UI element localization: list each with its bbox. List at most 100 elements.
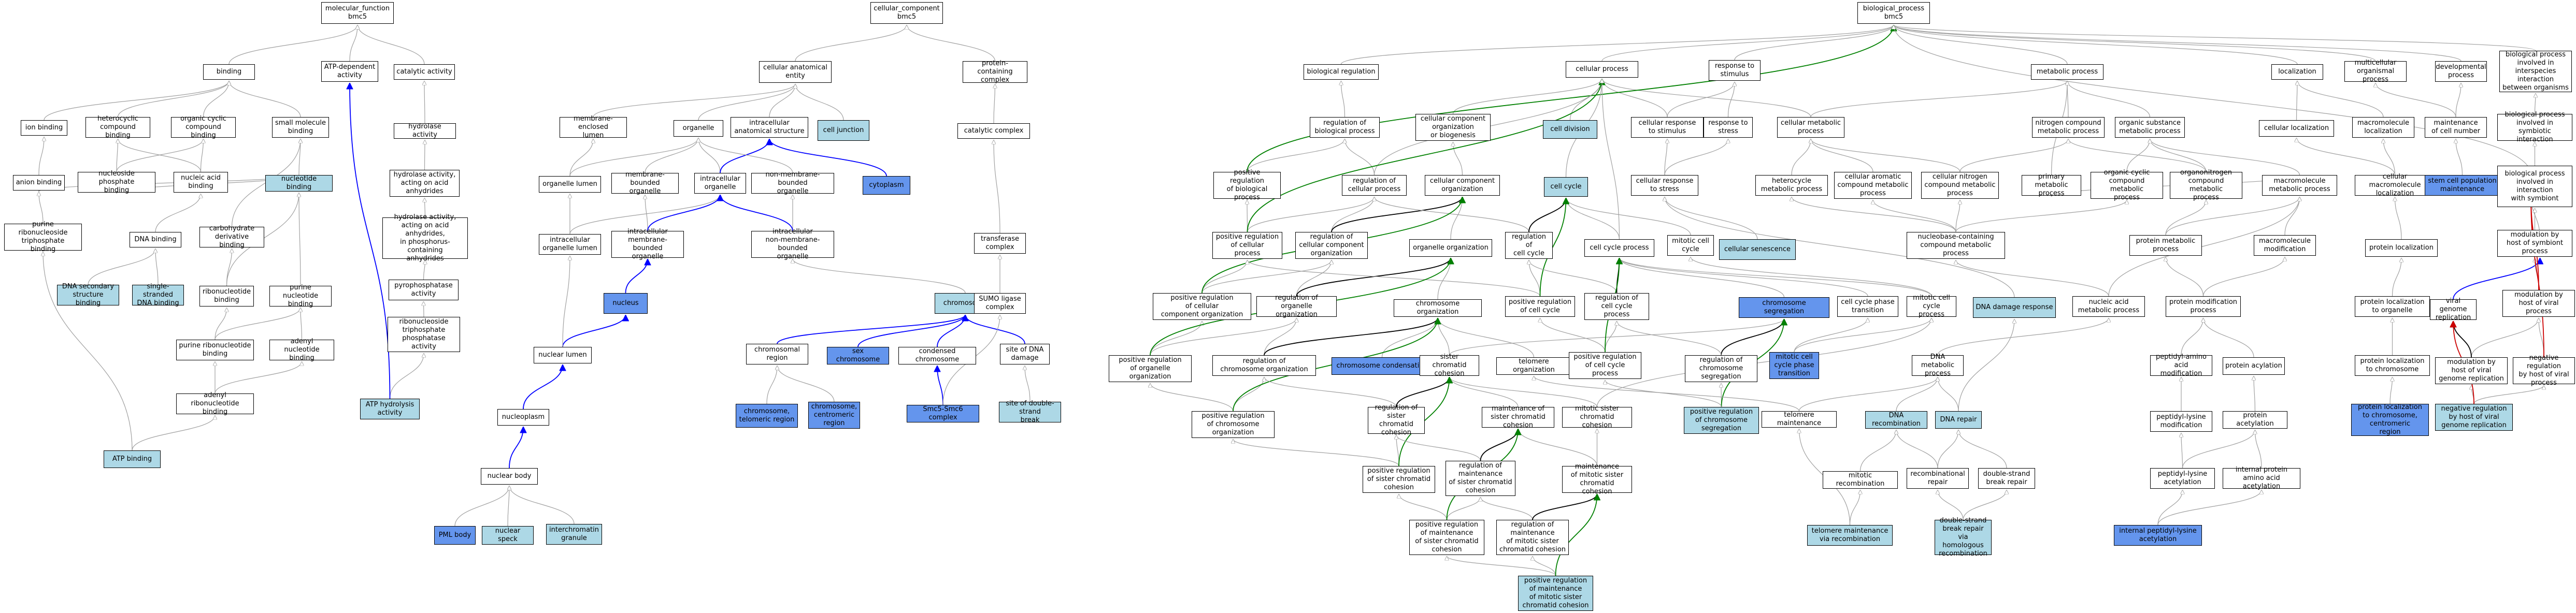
edge-dnarepair-to-dnadamage [1958,319,2014,412]
node-protlocchrom: protein localization to chromosome [2355,355,2430,376]
edge-protacyl-to-protmod [2203,318,2254,358]
edge-nucleus-to-intramemorg [625,258,648,294]
node-mitotic: mitotic cell cycle [1667,235,1714,256]
edge-cellmacroloc-to-cellloc [2297,137,2396,176]
node-hydanh: hydrolase activity, acting on acid anhyd… [390,170,460,197]
node-macromet: macromolecule metabolic process [2262,175,2337,196]
node-membound: membrane-bounded organelle [611,171,679,195]
node-symbiotic: biological process involved in symbiotic… [2497,111,2572,143]
node-protacet: protein acetylation [2223,411,2287,429]
node-maintcellnum: maintenance of cell number [2425,117,2487,138]
node-catact: catalytic activity [394,64,455,80]
node-purribob: purine ribonucleotide binding [176,340,254,360]
edge-ssdnab-to-dnab [155,249,159,285]
edge-hetb-to-binding [117,80,230,118]
edge-dsbhr-to-dsbrepair [1963,489,2007,520]
edge-mitoticsister-to-sisterchrom [1450,376,1598,407]
edge-posregcell-to-regcellproc [1247,196,1375,232]
node-chromcent: chromosome, centromeric region [808,402,860,429]
node-ccorg2: cellular component organization [1425,175,1500,196]
node-regcellproc: regulation of cellular process [1342,175,1407,196]
node-mitoticproc: mitotic cell cycle process [1907,294,1956,318]
node-posregbp: positive regulation of biological proces… [1213,169,1281,201]
node-condchrom: condensed chromosome [898,347,976,364]
edge-nucacidb-to-orgcycb [200,139,204,172]
edge-heteromet-to-cellmet [1791,139,1811,176]
edge-atpb-to-adenylribob [132,415,215,451]
edge-regchromseg-to-regcellcycleproc [1617,320,1722,356]
node-modviral: modulation by host of viral process [2502,290,2575,317]
node-dnab: DNA binding [130,232,181,247]
node-posregchromorg: positive regulation of chromosome organi… [1192,411,1275,438]
edge-catact-to-mf [357,24,425,65]
edge-sisterchrom-to-chromseg [1449,318,1784,356]
edge-regccorg-to-ccorg2 [1331,196,1463,232]
node-binding: binding [203,64,255,80]
edge-hydrolase-to-catact [424,81,425,124]
node-cytoplasm: cytoplasm [863,176,910,195]
edge-chromregion-to-chromosome [777,314,965,344]
node-nucleotideb: nucleotide binding [265,175,333,192]
edge-posregccproc-to-posregcellcycle [1540,317,1606,353]
node-mitoticsister: mitotic sister chromatid cohesion [1562,405,1632,429]
edge-interspecies-to-bp [1894,24,2536,51]
node-smc56: Smc5-Smc6 complex [907,405,979,422]
edge-telomereorg-to-chromorg [1438,317,1535,358]
node-respstim: response to stimulus [1709,60,1761,81]
edge-cellsen-to-cellrespstress [1665,196,1758,240]
edge-purribob-to-ribonucb [214,308,227,340]
node-nucphosb: nucleoside phosphate binding [78,170,155,194]
edge-ionb-to-binding [44,80,229,121]
edge-mitoticproc-to-mitotic [1691,256,1932,297]
node-metproc: metabolic process [2031,64,2103,80]
edge-dsbrepair-to-dnarepair [1958,429,2007,469]
node-internalpeptidyl: internal peptidyl-lysine acetylation [2114,525,2202,546]
node-internalprot: internal protein amino acid acetylation [2223,466,2300,490]
edge-posregorgorg-to-posregccorg [1150,320,1202,356]
edge-ccorg2-to-ccorg [1453,142,1463,176]
node-atphyd: ATP hydrolysis activity [360,399,420,419]
edge-internalpeptidyl-to-peptidyllysacet [2157,490,2183,526]
edge-protacet-to-protacyl [2254,376,2255,412]
node-chromregion: chromosomal region [746,344,808,364]
edge-purinetrib-to-anionb [39,192,44,224]
edge-ccorg-to-cellproc [1452,78,1602,114]
edge-intranonmem-to-intraorg [720,194,793,231]
node-celldiv: cell division [1543,120,1597,139]
node-viralrep: viral genome replication [2430,297,2477,322]
edge-nucacidb-to-hetb [118,138,202,172]
edge-posregorgorg-to-regorgorg [1150,317,1297,356]
node-ribtriphos: ribonucleoside triphosphate phosphatase … [388,317,460,352]
node-regbp: regulation of biological process [1310,117,1380,138]
edge-adenylb-to-purnucb [300,308,302,340]
node-intranat: intracellular anatomical structure [731,117,808,138]
edge-posregbp-to-bp [1247,25,1894,172]
node-devproc: developmental process [2435,61,2487,82]
node-localization: localization [2271,64,2323,80]
node-mf: molecular_function bmc5 [321,2,394,24]
node-dnarecomb: DNA recombination [1865,411,1927,429]
edge-metproc-to-bp [1894,24,2068,65]
edge-protmet-to-macromet [2165,196,2300,236]
node-regorgorg: regulation of organelle organization [1256,294,1337,318]
node-posregmaintmitotic: positive regulation of maintenance of mi… [1518,576,1593,611]
node-atpdep: ATP-dependent activity [321,61,378,82]
node-orglumen: organelle lumen [539,176,601,193]
node-cellrespstress: cellular response to stress [1631,175,1698,196]
edge-nucspeck-to-nucbody [508,486,509,527]
edge-adenylribob-to-adenylb [214,361,302,394]
node-multicell: multicellular organismal process [2344,59,2407,83]
edge-intramemorg-to-membound [645,195,648,231]
edge-cytoplasm-to-intranat [769,138,887,177]
edge-orgnitro-to-nitromet [2068,138,2207,172]
node-cc: cellular_component bmc5 [870,2,943,24]
edge-membound-to-organelle [645,137,698,173]
edge-chromseg-to-cellcycleproc [1620,257,1785,298]
edge-bioreg-to-bp [1340,24,1894,65]
edge-posregccorg-to-regccorg [1201,259,1332,294]
edge-maintcellnum-to-multicell [2375,82,2456,118]
node-peptidylamino: peptidyl-amino acid modification [2150,353,2212,377]
node-respstress: response to stress [1704,117,1753,138]
node-nucleoplasm: nucleoplasm [497,409,549,426]
